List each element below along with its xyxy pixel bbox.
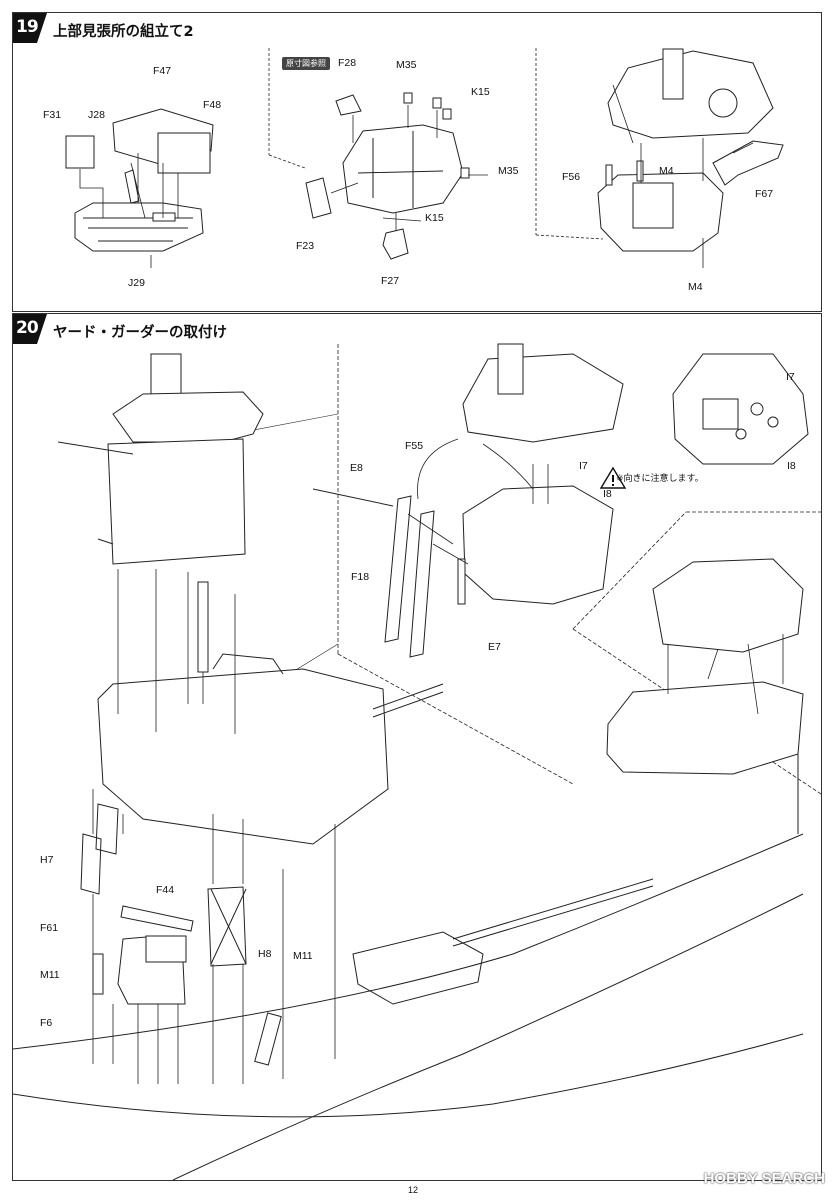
part-label: F44 [156, 884, 175, 896]
part-label: H8 [258, 948, 272, 960]
part-label: F55 [405, 440, 424, 452]
part-label: I7 [579, 460, 588, 472]
part-label: M35 [396, 59, 417, 71]
part-label: F48 [203, 99, 222, 111]
part-label: F47 [153, 65, 172, 77]
step-20-badge: 20 [13, 314, 47, 344]
part-label: I8 [787, 460, 796, 472]
step-19-illustration [65, 48, 784, 268]
page-number: 12 [408, 1185, 419, 1195]
part-label: F18 [351, 571, 370, 583]
step-20-panel: 20 ヤード・ガーダーの取付け [12, 313, 822, 1181]
part-label: K15 [471, 86, 490, 98]
part-label: I7 [786, 371, 795, 383]
part-label: F28 [338, 57, 357, 69]
part-label: F67 [755, 188, 774, 200]
actual-size-tag: 原寸図参照 [282, 57, 330, 70]
part-label: E7 [488, 641, 501, 653]
part-label: F61 [40, 922, 59, 934]
part-label: J28 [88, 109, 105, 121]
part-label: J29 [128, 277, 145, 289]
warning-icon [599, 466, 627, 489]
step-19-title: 上部見張所の組立て2 [53, 24, 194, 40]
part-label: M11 [293, 950, 313, 962]
step-20-number: 20 [16, 318, 39, 338]
part-label: K15 [425, 212, 444, 224]
part-label: F6 [40, 1017, 53, 1029]
part-label: I8 [603, 488, 612, 500]
step-19-badge: 19 [13, 13, 47, 43]
step-19-number: 19 [16, 17, 39, 37]
part-label: F23 [296, 240, 315, 252]
part-label: M4 [688, 281, 703, 293]
watermark: HOBBY SEARCH [703, 1170, 825, 1187]
part-label: F31 [43, 109, 62, 121]
step-19-panel: 19 上部見張所の組立て2 [12, 12, 822, 312]
step-20-title: ヤード・ガーダーの取付け [53, 325, 227, 341]
part-label: M35 [498, 165, 519, 177]
part-label: E8 [350, 462, 363, 474]
part-label: F27 [381, 275, 400, 287]
part-label: M11 [40, 969, 60, 981]
part-label: H7 [40, 854, 54, 866]
part-label: M4 [659, 165, 674, 177]
part-label: F56 [562, 171, 581, 183]
caution-note: ※向きに注意します。 [616, 474, 704, 484]
step-20-illustration [13, 343, 821, 1180]
